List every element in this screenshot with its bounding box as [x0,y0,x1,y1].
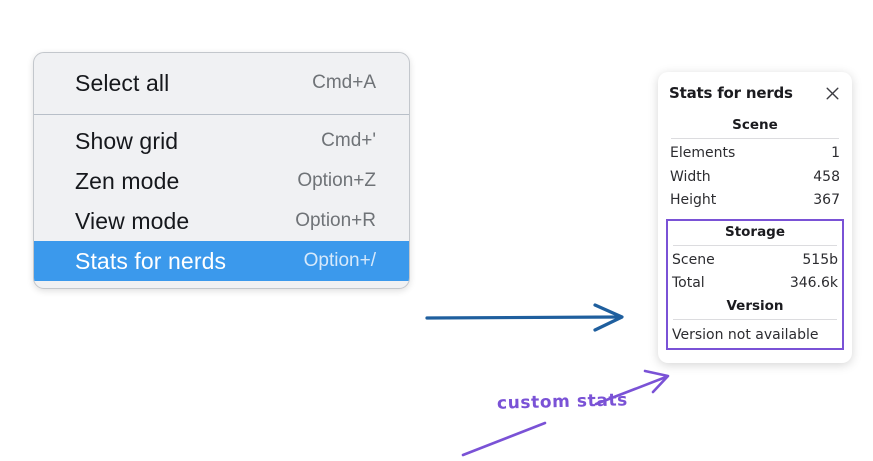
stats-row-key: Total [672,275,705,291]
stats-row-value: 458 [813,168,840,185]
menu-item-shortcut: Option+R [295,210,376,231]
annotation-arrow-lower [461,421,547,457]
scene-section-heading: Scene [732,117,778,133]
menu-item-show-grid[interactable]: Show grid Cmd+' [34,121,409,161]
scene-divider [671,138,839,139]
stats-row-storage-scene: Scene 515b [671,249,839,273]
stats-row-key: Elements [670,145,736,161]
stats-row-key: Scene [672,251,715,268]
menu-item-shortcut: Option+/ [303,250,376,271]
menu-item-shortcut: Cmd+' [321,130,376,151]
storage-section: Storage Scene 515b Total 346.6k [671,222,839,296]
version-text: Version not available [672,326,819,343]
menu-item-shortcut: Option+Z [297,170,376,191]
menu-item-shortcut: Cmd+A [312,72,376,93]
menu-item-label: Stats for nerds [75,247,227,274]
close-icon[interactable] [824,85,841,102]
version-section: Version Version not available [671,296,839,345]
stats-row-value: 1 [831,145,840,161]
stats-row-elements: Elements 1 [669,142,841,166]
stats-row-storage-total: Total 346.6k [671,272,839,296]
menu-item-label: Show grid [75,127,179,154]
stats-panel-header: Stats for nerds [669,84,841,102]
storage-divider [673,244,837,246]
menu-group-2: Show grid Cmd+' Zen mode Option+Z View m… [34,115,409,288]
storage-section-heading: Storage [724,223,786,240]
menu-item-label: Select all [75,69,170,96]
menu-item-zen-mode[interactable]: Zen mode Option+Z [34,161,409,201]
scene-section: Scene Elements 1 Width 458 Height 367 [669,115,841,213]
flow-arrow-blue [425,303,624,332]
context-menu[interactable]: Select all Cmd+A Show grid Cmd+' Zen mod… [33,52,410,289]
menu-item-select-all[interactable]: Select all Cmd+A [34,63,409,103]
menu-item-stats-for-nerds[interactable]: Stats for nerds Option+/ [34,241,409,281]
version-divider [673,318,837,320]
stats-row-height: Height 367 [669,189,841,213]
menu-separator [34,114,409,115]
custom-stats-annotation-label: custom stats [496,390,629,414]
stats-row-key: Height [670,192,717,208]
menu-item-label: View mode [75,207,190,234]
stats-for-nerds-panel[interactable]: Stats for nerds Scene Elements 1 Width 4… [658,72,852,363]
menu-item-label: Zen mode [75,167,180,194]
stats-row-key: Width [670,168,711,185]
stats-row-width: Width 458 [669,166,841,190]
menu-item-view-mode[interactable]: View mode Option+R [34,201,409,241]
version-section-heading: Version [726,297,784,314]
menu-group-1: Select all Cmd+A [34,53,409,114]
stats-panel-title: Stats for nerds [669,84,793,102]
stats-row-value: 346.6k [789,275,838,291]
custom-stats-highlight-box: Storage Scene 515b Total 346.6k Version … [666,218,844,350]
stats-row-value: 367 [813,192,840,208]
stats-row-value: 515b [802,251,838,268]
